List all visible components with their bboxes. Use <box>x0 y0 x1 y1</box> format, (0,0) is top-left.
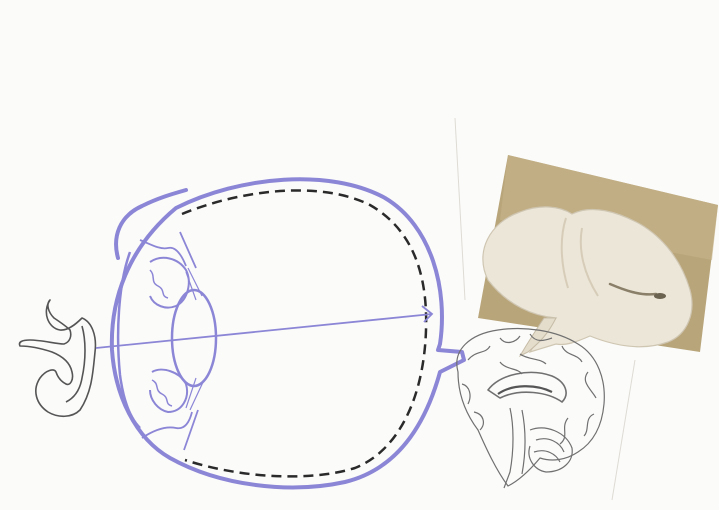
ventricle-sketch <box>19 300 95 416</box>
sclera-outline <box>112 179 464 487</box>
eye-cross-section <box>96 179 464 487</box>
ciliary-muscle-upper <box>150 270 168 298</box>
sculpture-shadow <box>654 293 666 299</box>
retina-dashed-line <box>182 190 426 476</box>
ventricle-sculpture-photo <box>478 155 718 356</box>
visual-axis-line <box>96 314 432 348</box>
paper-edge-line <box>612 360 635 500</box>
eyelid-outline <box>116 190 186 258</box>
cerebellum <box>529 428 572 472</box>
iris-upper <box>150 258 189 308</box>
paper-edge-line <box>455 118 465 300</box>
